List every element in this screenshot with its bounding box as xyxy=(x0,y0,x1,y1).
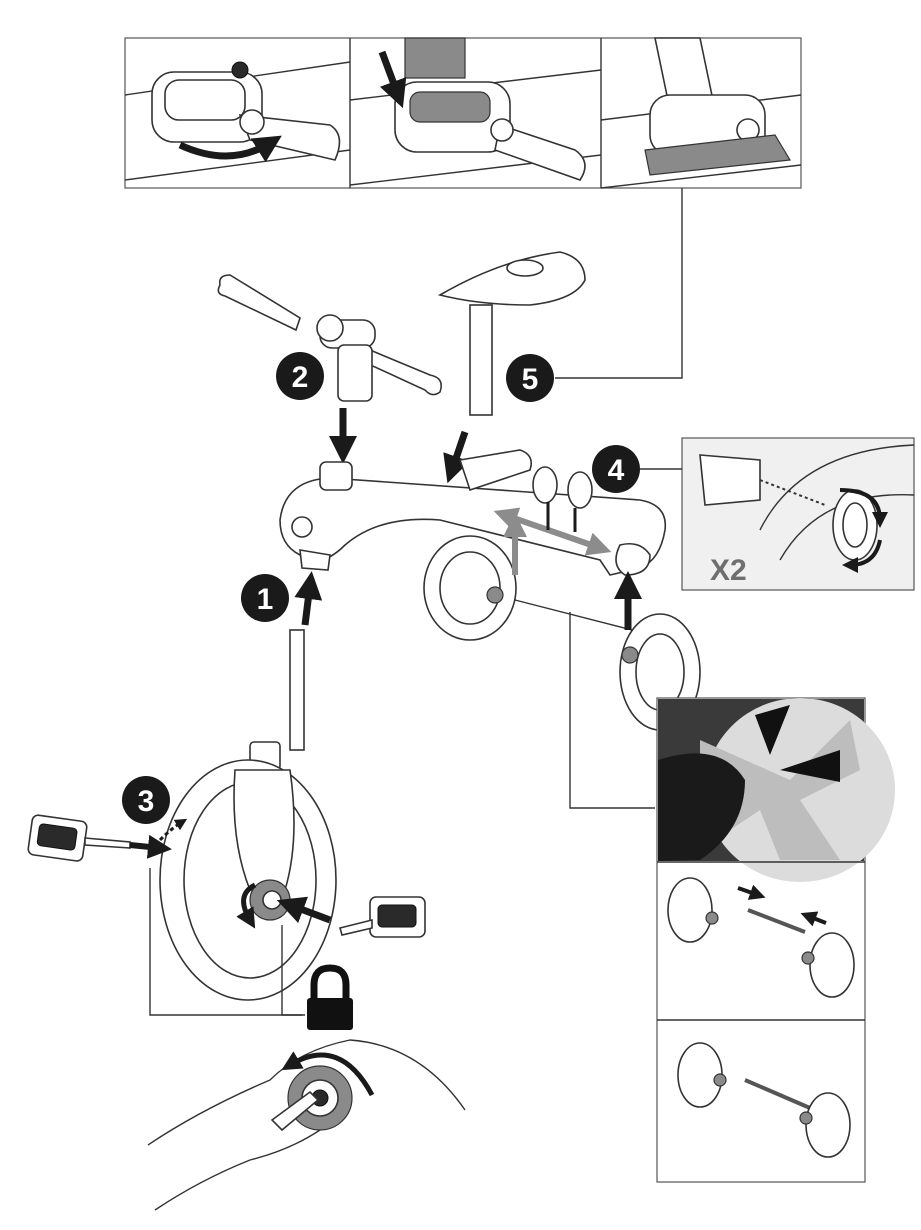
step-badge-4: 4 xyxy=(592,445,640,493)
hand-tightening-detail xyxy=(148,1040,465,1210)
step-badge-3: 3 xyxy=(122,776,170,824)
step-number-3: 3 xyxy=(138,785,155,818)
detail-axle-stack xyxy=(657,698,895,1182)
rear-wheel-left xyxy=(424,536,516,640)
seat-clamp-detail-strip xyxy=(125,38,801,188)
step-number-5: 5 xyxy=(522,363,539,396)
rear-axle xyxy=(515,600,640,632)
pedal-right xyxy=(340,897,425,937)
handlebar xyxy=(218,275,441,401)
x2-label: X2 xyxy=(710,554,747,587)
arrow-pedal-left xyxy=(130,845,160,848)
arrow-fork-up xyxy=(305,585,310,625)
step-number-1: 1 xyxy=(257,583,274,616)
pedal-left xyxy=(27,814,130,861)
step-badge-5: 5 xyxy=(506,354,554,402)
step-number-4: 4 xyxy=(608,454,625,487)
detail-cap-x2: X2 xyxy=(682,438,914,590)
step-badge-2: 2 xyxy=(276,352,324,400)
detail-hub-photo xyxy=(658,698,895,882)
lock-icon xyxy=(307,968,353,1030)
step-number-2: 2 xyxy=(292,361,309,394)
front-fork-wheel xyxy=(160,630,336,1000)
step-badge-1: 1 xyxy=(241,574,289,622)
